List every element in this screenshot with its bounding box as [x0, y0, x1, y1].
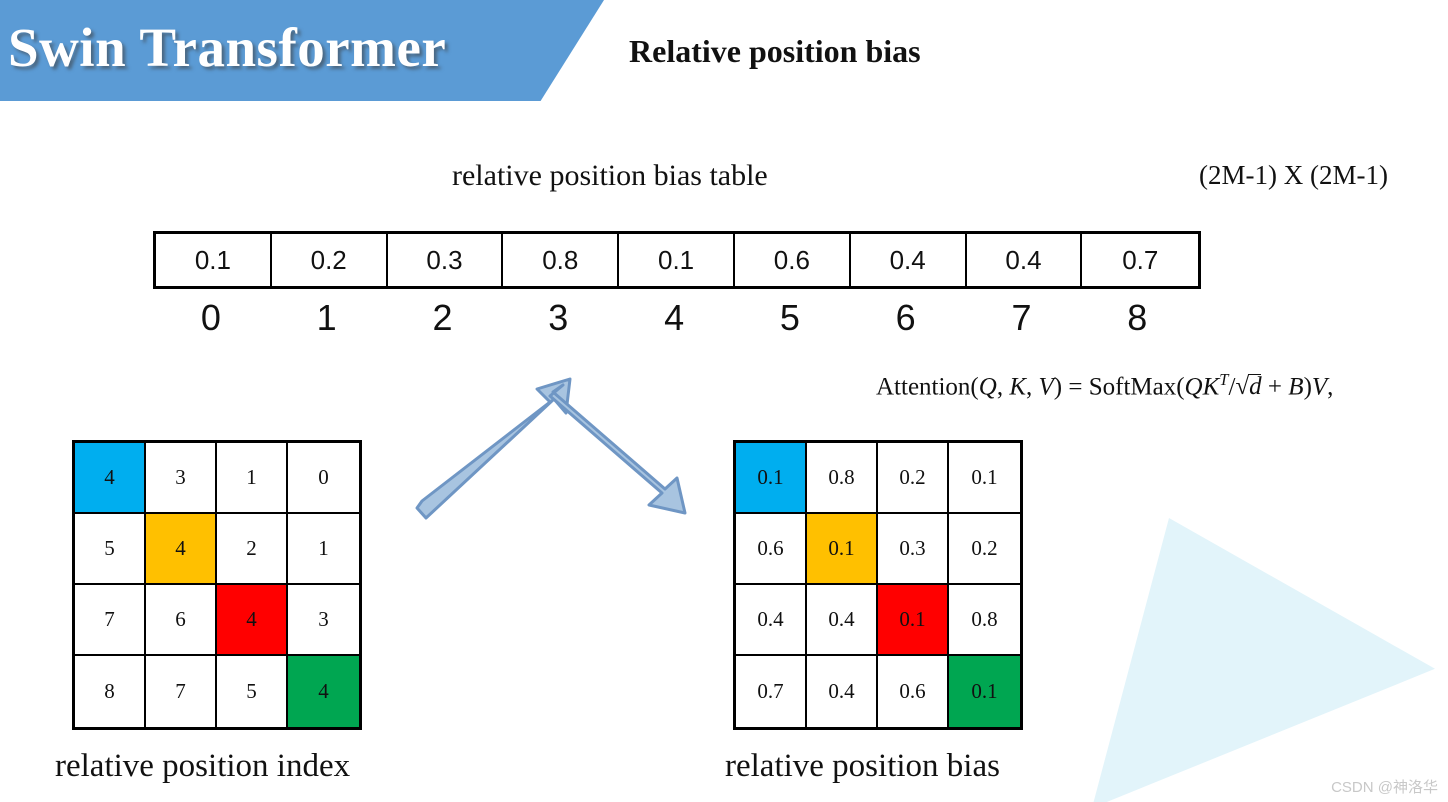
bias-table-cell: 0.3	[388, 234, 504, 286]
bias-table-index: 5	[779, 297, 800, 338]
arrow-down-right-icon	[548, 383, 687, 515]
matrix-cell: 0.4	[807, 656, 878, 727]
matrix-cell: 7	[75, 585, 146, 656]
matrix-cell: 4	[146, 514, 217, 585]
matrix-cell: 0.6	[736, 514, 807, 585]
matrix-cell: 0	[288, 443, 359, 514]
matrix-cell: 4	[288, 656, 359, 727]
matrix-cell: 0.6	[878, 656, 949, 727]
bias-table-index: 8	[1127, 297, 1148, 338]
matrix-cell: 3	[146, 443, 217, 514]
bias-table-index: 7	[1011, 297, 1032, 338]
bias-table-index-row: 0 1 2 3 4 5 6 7 8	[153, 297, 1195, 339]
bias-table-dimensions-label: (2M-1) X (2M-1)	[1199, 160, 1388, 190]
relative-position-index-matrix: 4 3 1 0 5 4 2 1 7 6 4 3 8 7 5 4	[72, 440, 362, 730]
matrix-cell: 4	[217, 585, 288, 656]
matrix-cell: 3	[288, 585, 359, 656]
decorative-triangle	[1092, 518, 1435, 802]
header-banner-shape	[0, 0, 604, 101]
bias-table-cell: 0.2	[272, 234, 388, 286]
matrix-cell: 1	[217, 443, 288, 514]
relative-position-bias-caption: relative position bias	[725, 748, 1000, 784]
matrix-cell: 0.1	[807, 514, 878, 585]
matrix-cell: 0.2	[949, 514, 1020, 585]
bias-table-cell: 0.8	[503, 234, 620, 286]
relative-position-index-caption: relative position index	[55, 748, 351, 784]
attention-formula: Attention(Q, K, V) = SoftMax(QKT/√d + B)…	[876, 370, 1334, 401]
matrix-cell: 0.4	[807, 585, 878, 656]
csdn-watermark: CSDN @神洛华	[1331, 779, 1438, 796]
bias-table-cell: 0.4	[851, 234, 967, 286]
arrow-up-right-icon	[415, 377, 572, 520]
matrix-cell: 6	[146, 585, 217, 656]
page-title: Relative position bias	[629, 33, 921, 69]
matrix-cell: 0.1	[878, 585, 949, 656]
matrix-cell: 0.1	[949, 443, 1020, 514]
bias-table-index: 6	[895, 297, 916, 338]
matrix-cell: 0.7	[736, 656, 807, 727]
bias-table-index: 0	[200, 297, 221, 338]
matrix-cell: 5	[217, 656, 288, 727]
bias-table-cell: 0.4	[967, 234, 1083, 286]
matrix-cell: 0.8	[807, 443, 878, 514]
bias-table-index: 1	[316, 297, 337, 338]
matrix-cell: 0.8	[949, 585, 1020, 656]
bias-table-cell: 0.1	[156, 234, 272, 286]
banner-title: Swin Transformer	[8, 17, 447, 78]
matrix-cell: 7	[146, 656, 217, 727]
matrix-cell: 0.2	[878, 443, 949, 514]
relative-position-bias-table: 0.1 0.2 0.3 0.8 0.1 0.6 0.4 0.4 0.7	[153, 231, 1202, 289]
relative-position-bias-matrix: 0.1 0.8 0.2 0.1 0.6 0.1 0.3 0.2 0.4 0.4 …	[733, 440, 1023, 730]
matrix-cell: 0.3	[878, 514, 949, 585]
matrix-cell: 0.1	[736, 443, 807, 514]
bias-table-index: 4	[664, 297, 685, 338]
bias-table-index: 3	[548, 297, 569, 338]
matrix-cell: 2	[217, 514, 288, 585]
bias-table-cell: 0.6	[735, 234, 851, 286]
matrix-cell: 0.1	[949, 656, 1020, 727]
matrix-cell: 5	[75, 514, 146, 585]
bias-table-cell: 0.7	[1122, 244, 1159, 275]
bias-table-index: 2	[432, 297, 453, 338]
matrix-cell: 8	[75, 656, 146, 727]
bias-table-cell: 0.1	[619, 234, 735, 286]
matrix-cell: 0.4	[736, 585, 807, 656]
bias-table-label: relative position bias table	[452, 159, 768, 192]
matrix-cell: 1	[288, 514, 359, 585]
matrix-cell: 4	[75, 443, 146, 514]
